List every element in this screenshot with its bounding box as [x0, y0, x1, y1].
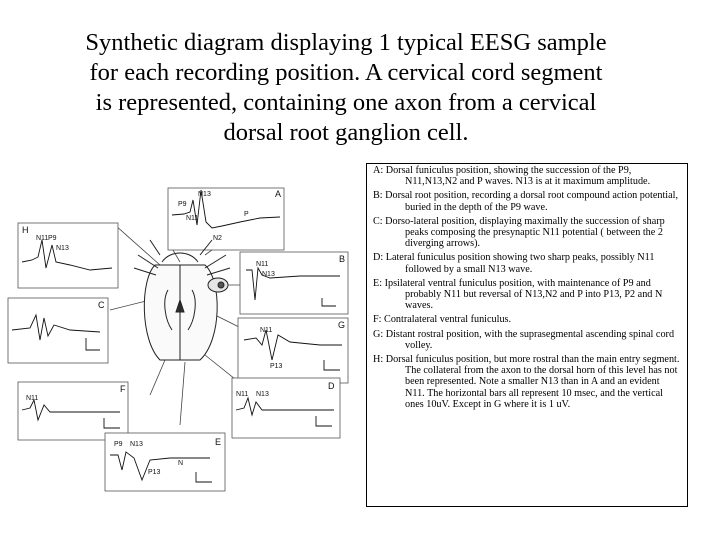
title-line: for each recording position. A cervical …: [89, 59, 603, 86]
wave-label: N11: [236, 391, 248, 398]
title-line: is represented, containing one axon from…: [95, 89, 597, 116]
diagram-title: Synthetic diagram displaying 1 typical E…: [20, 28, 672, 148]
wave-label: N11: [36, 235, 48, 242]
legend-item-b: B: Dorsal root position, recording a dor…: [373, 190, 678, 213]
legend-item-e: E: Ipsilateral ventral funiculus positio…: [373, 277, 663, 312]
panel-letter-g: G: [338, 320, 345, 330]
wave-label: P13: [270, 363, 283, 370]
title-line: Synthetic diagram displaying 1 typical E…: [85, 29, 607, 56]
legend-item-f: F: Contralateral ventral funiculus.: [373, 314, 512, 326]
panel-a: A P9 N11 N13 N2 P: [167, 187, 285, 251]
legend-item-a: A: Dorsal funiculus position, showing th…: [373, 165, 651, 188]
wave-label: P9: [178, 201, 187, 208]
wave-label: N13: [198, 191, 211, 198]
panel-f: F N11: [17, 381, 129, 441]
spinal-cord-section: [133, 239, 231, 361]
panel-letter-f: F: [120, 384, 126, 394]
connector-line: [109, 299, 151, 311]
panel-letter-c: C: [98, 300, 105, 310]
wave-label: N13: [56, 245, 69, 252]
panel-b: B N11 N13: [239, 251, 349, 315]
panel-letter-b: B: [339, 254, 345, 264]
panel-letter-h: H: [22, 225, 29, 235]
legend-item-c: C: Dorso-lateral position, displaying ma…: [373, 215, 665, 250]
wave-label: N11: [186, 215, 198, 222]
wave-label: N11: [256, 261, 268, 268]
wave-label: N13: [256, 391, 269, 398]
wave-label: N: [178, 460, 183, 467]
wave-label: P: [244, 211, 249, 218]
wave-label: N11: [26, 395, 38, 402]
legend-item-g: G: Distant rostral position, with the su…: [373, 328, 675, 351]
wave-label: P9: [114, 441, 123, 448]
wave-label: N13: [262, 271, 275, 278]
panel-letter-e: E: [215, 437, 221, 447]
wave-label: P9: [48, 235, 57, 242]
wave-label: P13: [148, 469, 161, 476]
legend-box: A: Dorsal funiculus position, showing th…: [366, 163, 688, 507]
panel-letter-d: D: [328, 381, 335, 391]
panel-letter-a: A: [275, 189, 281, 199]
panel-e: E P9 N13 P13 N: [104, 432, 226, 492]
wave-label: N2: [213, 235, 222, 242]
wave-label: N13: [130, 441, 143, 448]
legend-item-h: H: Dorsal funiculus position, but more r…: [373, 354, 680, 410]
panel-c: C: [7, 297, 109, 364]
connector-line: [114, 224, 161, 266]
panel-h: H N11 P9 N13: [17, 222, 119, 289]
legend-item-d: D: Lateral funiculus position showing tw…: [373, 252, 655, 275]
title-line: dorsal root ganglion cell.: [223, 119, 469, 146]
connector-line: [179, 361, 186, 426]
connector-line: [149, 359, 166, 396]
panel-g: G N11 P13: [237, 317, 349, 384]
panel-d: D N11 N13: [231, 377, 341, 439]
wave-label: N11: [260, 327, 272, 334]
